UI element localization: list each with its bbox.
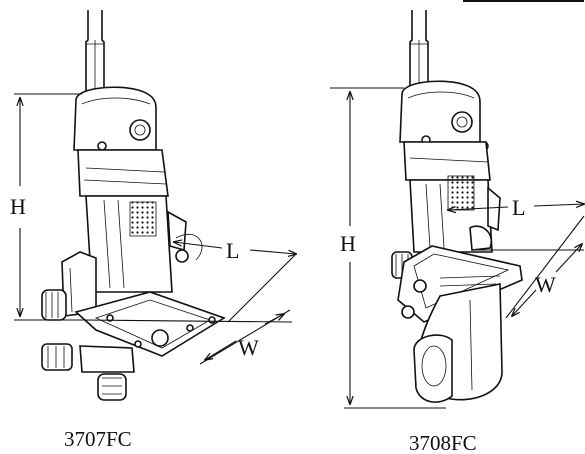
height-label-3707fc: H: [10, 194, 26, 219]
router-3707fc-illustration: [41, 10, 226, 401]
width-label-3708fc: W: [535, 272, 556, 297]
height-label-3708fc: H: [340, 231, 356, 256]
dimension-lines-3707fc: [14, 93, 296, 365]
length-label-3708fc: L: [512, 195, 525, 220]
width-label-3707fc: W: [238, 335, 259, 360]
model-label-3707fc: 3707FC: [64, 427, 132, 451]
length-label-3707fc: L: [226, 238, 239, 263]
model-label-3708fc: 3708FC: [409, 431, 477, 454]
dimension-lines-3708fc: [330, 87, 584, 409]
router-3708fc-illustration: [391, 10, 523, 403]
